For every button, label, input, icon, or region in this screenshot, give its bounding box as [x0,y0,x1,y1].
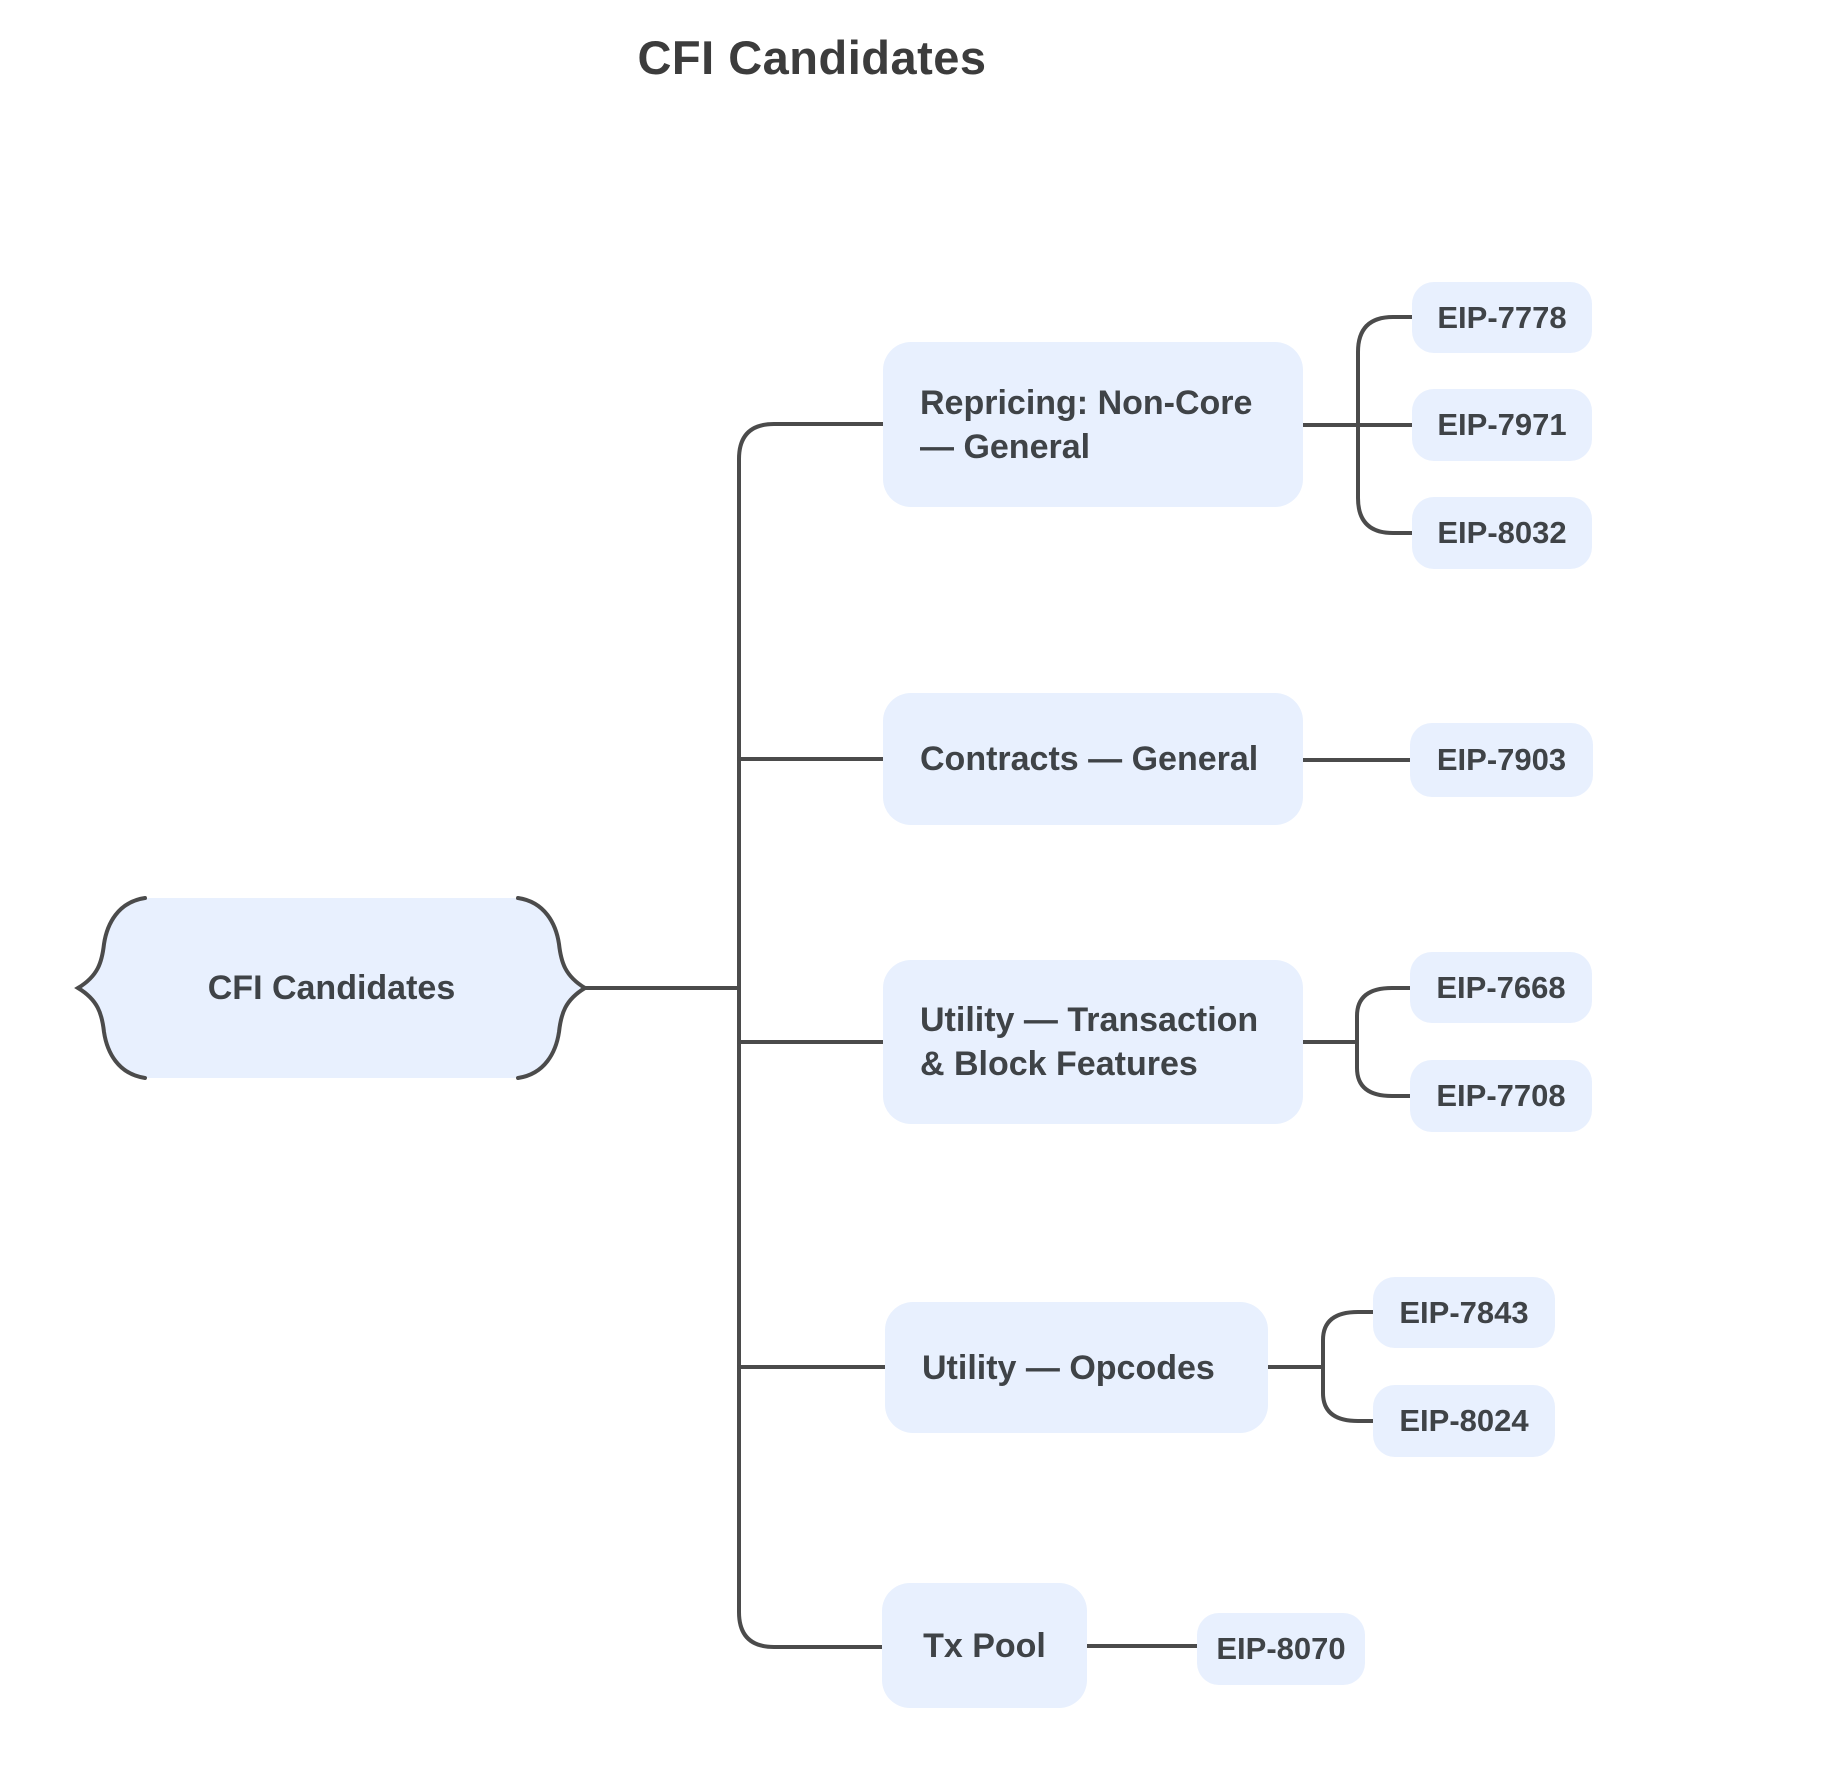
leaf-node-eip-7708: EIP-7708 [1410,1060,1592,1132]
leaf-node-eip-7778: EIP-7778 [1412,282,1592,353]
leaf-node-eip-7668: EIP-7668 [1410,952,1592,1023]
root-node-label: CFI Candidates [207,968,456,1007]
root-node-shape [78,898,585,1078]
leaf-node-eip-8032: EIP-8032 [1412,497,1592,569]
branch-label-line: Repricing: Non-Core [920,383,1253,422]
branch-node-tx-pool: Tx Pool [882,1583,1087,1708]
leaf-node-eip-7843: EIP-7843 [1373,1277,1555,1348]
edge-branch3-fork [1355,986,1412,1098]
leaf-label: EIP-7903 [1436,742,1567,777]
leaf-label: EIP-7668 [1436,969,1566,1005]
branch-label-line: Contracts — General [920,740,1259,778]
root-left-brace [74,896,147,1080]
leaf-label: EIP-7843 [1399,1294,1529,1330]
leaf-label: EIP-8024 [1399,1403,1529,1438]
diagram-title: CFI Candidates [637,31,987,84]
edge-main-trunk [737,422,885,1649]
edge-branch1-fork [1356,315,1414,535]
branch-node-contracts-general: Contracts — General [883,693,1303,825]
edge-branch4-fork [1321,1310,1375,1423]
leaf-node-eip-7971: EIP-7971 [1412,389,1592,461]
branch-node-utility-transaction-block-features: Utility — Transaction & Block Features [883,960,1303,1124]
branch-label-line: Utility — Opcodes [922,1348,1215,1387]
branch-node-repricing-non-core-general: Repricing: Non-Core — General [883,342,1303,507]
leaf-label: EIP-7971 [1437,407,1567,442]
branch-label-line: & Block Features [920,1045,1198,1083]
leaf-node-eip-8070: EIP-8070 [1197,1613,1365,1685]
leaf-node-eip-8024: EIP-8024 [1373,1385,1555,1457]
leaf-label: EIP-8070 [1216,1631,1346,1666]
leaf-label: EIP-7708 [1436,1078,1566,1113]
branch-label-line: — General [920,427,1091,466]
root-node: CFI Candidates [104,898,559,1078]
leaf-node-eip-7903: EIP-7903 [1410,723,1593,797]
branch-label-line: Tx Pool [923,1626,1046,1665]
branch-node-utility-opcodes: Utility — Opcodes [885,1302,1268,1433]
leaf-label: EIP-7778 [1437,299,1567,335]
branch-label-line: Utility — Transaction [920,1001,1259,1039]
leaf-label: EIP-8032 [1437,515,1567,550]
